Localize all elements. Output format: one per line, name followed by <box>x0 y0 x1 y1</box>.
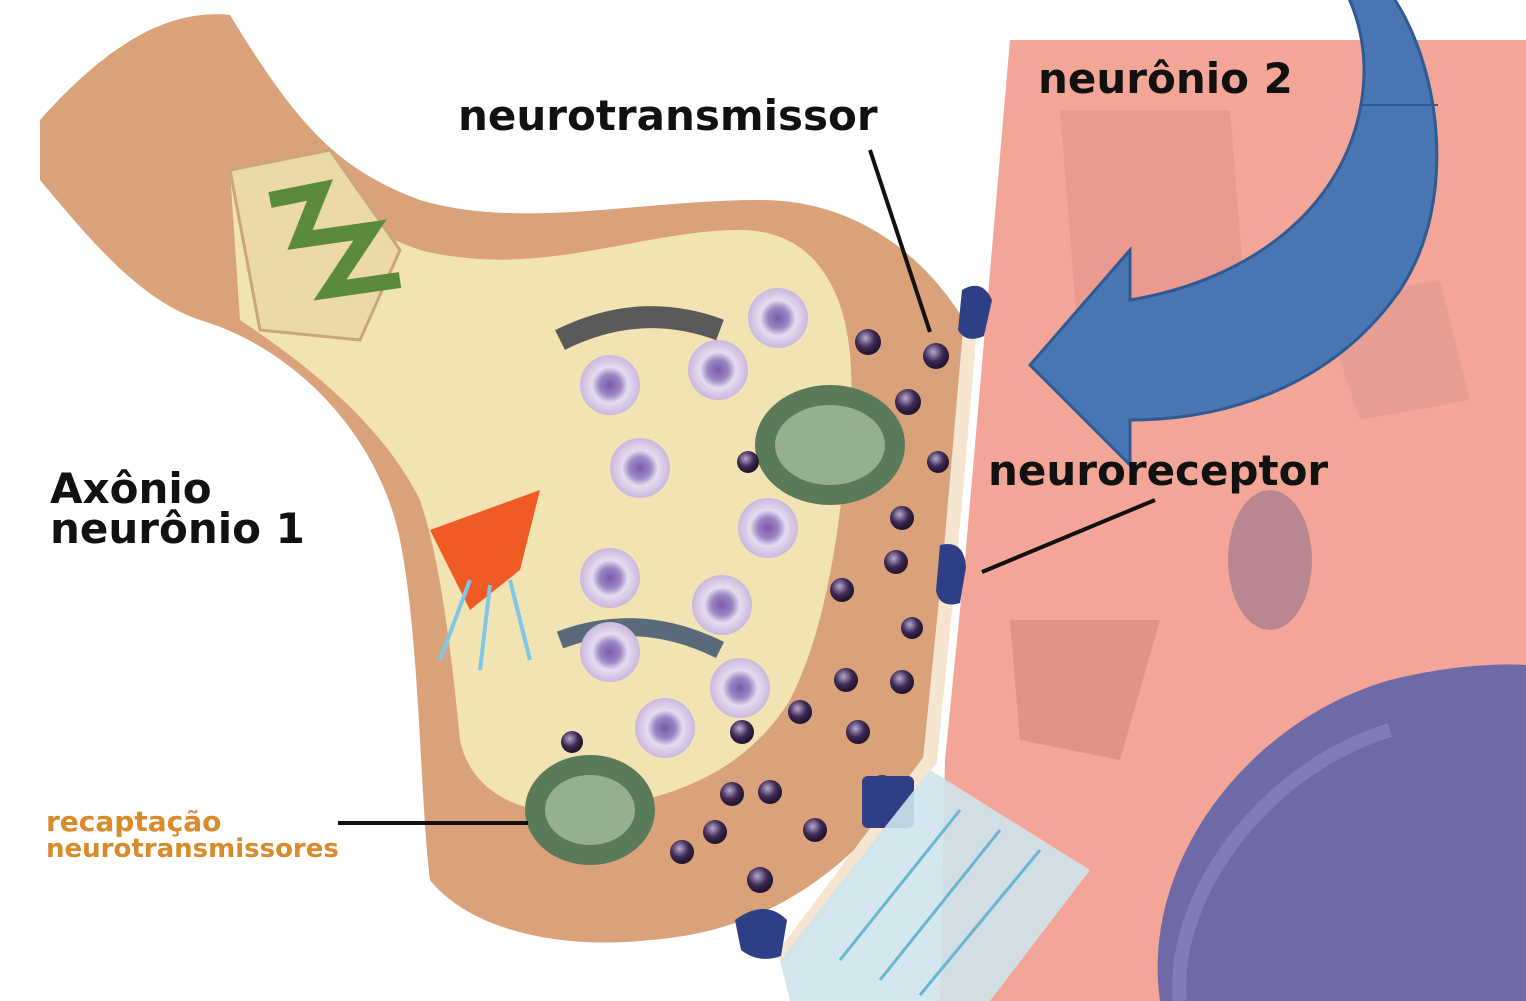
vesicle-icon <box>635 698 695 758</box>
mitochondrion-icon <box>1228 490 1312 630</box>
label-neuron-2: neurônio 2 <box>1038 58 1293 100</box>
label-reuptake-line1: recaptação <box>46 808 221 836</box>
label-axon-line2: neurônio 1 <box>50 508 305 550</box>
label-reuptake-line2: neurotransmissores <box>46 836 339 862</box>
receptor-icon <box>735 909 787 959</box>
vesicle-icon <box>748 288 808 348</box>
vesicle-icon <box>580 355 640 415</box>
vesicle-icon <box>710 658 770 718</box>
vesicle-icon <box>688 340 748 400</box>
vesicle-icon <box>580 622 640 682</box>
vesicle-icon <box>610 438 670 498</box>
vesicle-icon <box>738 498 798 558</box>
vesicle-icon <box>580 548 640 608</box>
label-neuroreceptor: neuroreceptor <box>988 450 1328 492</box>
label-neurotransmitter: neurotransmissor <box>458 95 878 137</box>
vesicle-icon <box>692 575 752 635</box>
